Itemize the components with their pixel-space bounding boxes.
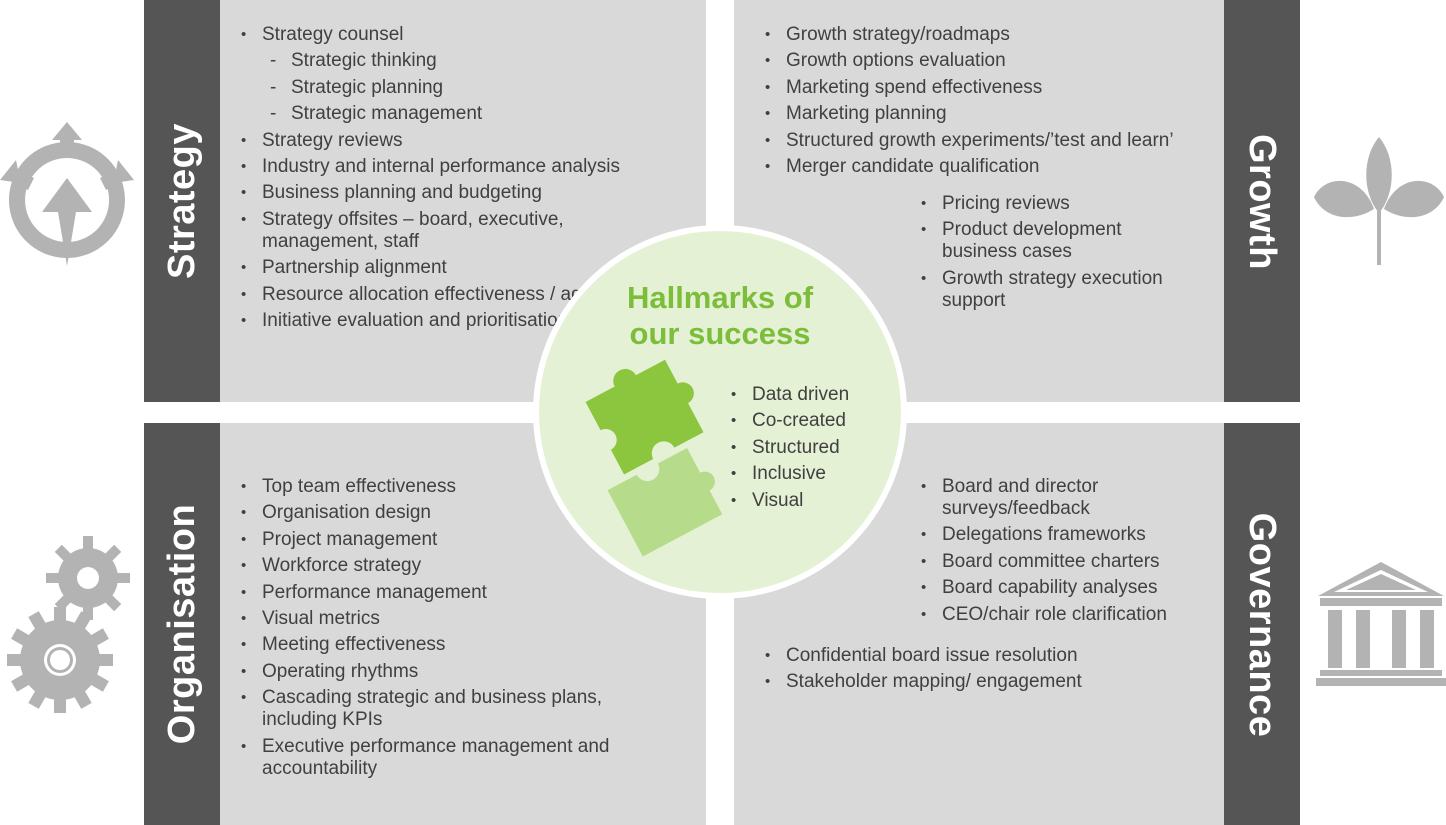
list-item: Data driven	[731, 384, 901, 406]
list-item: Growth strategy/roadmaps	[765, 24, 1220, 46]
list-item: Strategic planning	[241, 77, 641, 99]
list-item: Strategic management	[241, 103, 641, 125]
list-item: Board capability analyses	[921, 577, 1211, 599]
list-item: Product development business cases	[921, 219, 1191, 263]
list-item: Structured growth experiments/’test and …	[765, 130, 1220, 152]
list-item: Meeting effectiveness	[241, 634, 681, 656]
list-item: Strategy counsel	[241, 24, 641, 46]
list-item: Project management	[241, 529, 681, 551]
list-item: Growth options evaluation	[765, 50, 1220, 72]
list-item: Delegations frameworks	[921, 524, 1211, 546]
list-item: Resource allocation effectiveness / agil…	[241, 284, 641, 306]
growth-list: Growth strategy/roadmapsGrowth options e…	[765, 24, 1220, 182]
list-item: Workforce strategy	[241, 555, 681, 577]
list-item: Merger candidate qualification	[765, 156, 1220, 178]
institution-building-icon	[1316, 562, 1446, 686]
organisation-list: Top team effectivenessOrganisation desig…	[241, 476, 681, 784]
strategy-list: Strategy counselStrategic thinkingStrate…	[241, 24, 641, 336]
list-item: CEO/chair role clarification	[921, 604, 1211, 626]
list-item: Cascading strategic and business plans, …	[241, 687, 681, 731]
organisation-bar	[144, 423, 220, 825]
list-item: Marketing spend effectiveness	[765, 77, 1220, 99]
organisation-label: Organisation	[161, 503, 203, 745]
list-item: Business planning and budgeting	[241, 182, 641, 204]
list-item: Co-created	[731, 410, 901, 432]
list-item: Stakeholder mapping/ engagement	[765, 671, 1205, 693]
list-item: Initiative evaluation and prioritisation	[241, 310, 641, 332]
growth-bar	[1224, 0, 1300, 402]
hallmarks-title-line2: our success	[629, 316, 811, 351]
list-item: Visual metrics	[241, 608, 681, 630]
list-item: Visual	[731, 490, 901, 512]
hallmarks-title: Hallmarks of our success	[590, 280, 850, 352]
list-item: Operating rhythms	[241, 661, 681, 683]
list-item: Executive performance management and acc…	[241, 736, 681, 780]
list-item: Board and director surveys/feedback	[921, 476, 1211, 520]
growth-list-secondary: Pricing reviewsProduct development busin…	[921, 193, 1191, 316]
list-item: Performance management	[241, 582, 681, 604]
governance-list: Board and director surveys/feedbackDeleg…	[921, 476, 1211, 630]
list-item: Strategy reviews	[241, 130, 641, 152]
list-item: Inclusive	[731, 463, 901, 485]
leaves-sprout-icon	[1314, 137, 1444, 265]
governance-list-secondary: Confidential board issue resolutionStake…	[765, 645, 1205, 698]
list-item: Growth strategy execution support	[921, 268, 1191, 312]
list-item: Board committee charters	[921, 551, 1211, 573]
list-item: Industry and internal performance analys…	[241, 156, 641, 178]
governance-label: Governance	[1241, 512, 1283, 738]
list-item: Structured	[731, 437, 901, 459]
gears-icon	[7, 536, 130, 713]
list-item: Partnership alignment	[241, 257, 641, 279]
list-item: Organisation design	[241, 502, 681, 524]
list-item: Marketing planning	[765, 103, 1220, 125]
compass-arrow-icon	[0, 122, 134, 266]
hallmarks-list: Data drivenCo-createdStructuredInclusive…	[731, 384, 901, 516]
puzzle-pieces-icon	[585, 359, 723, 557]
hallmarks-title-line1: Hallmarks of	[626, 280, 814, 315]
list-item: Strategy offsites – board, executive, ma…	[241, 209, 641, 253]
governance-bar	[1224, 423, 1300, 825]
strategy-label: Strategy	[161, 122, 203, 280]
list-item: Pricing reviews	[921, 193, 1191, 215]
strategy-bar	[144, 0, 220, 402]
list-item: Strategic thinking	[241, 50, 641, 72]
list-item: Confidential board issue resolution	[765, 645, 1205, 667]
list-item: Top team effectiveness	[241, 476, 681, 498]
growth-label: Growth	[1241, 134, 1283, 270]
